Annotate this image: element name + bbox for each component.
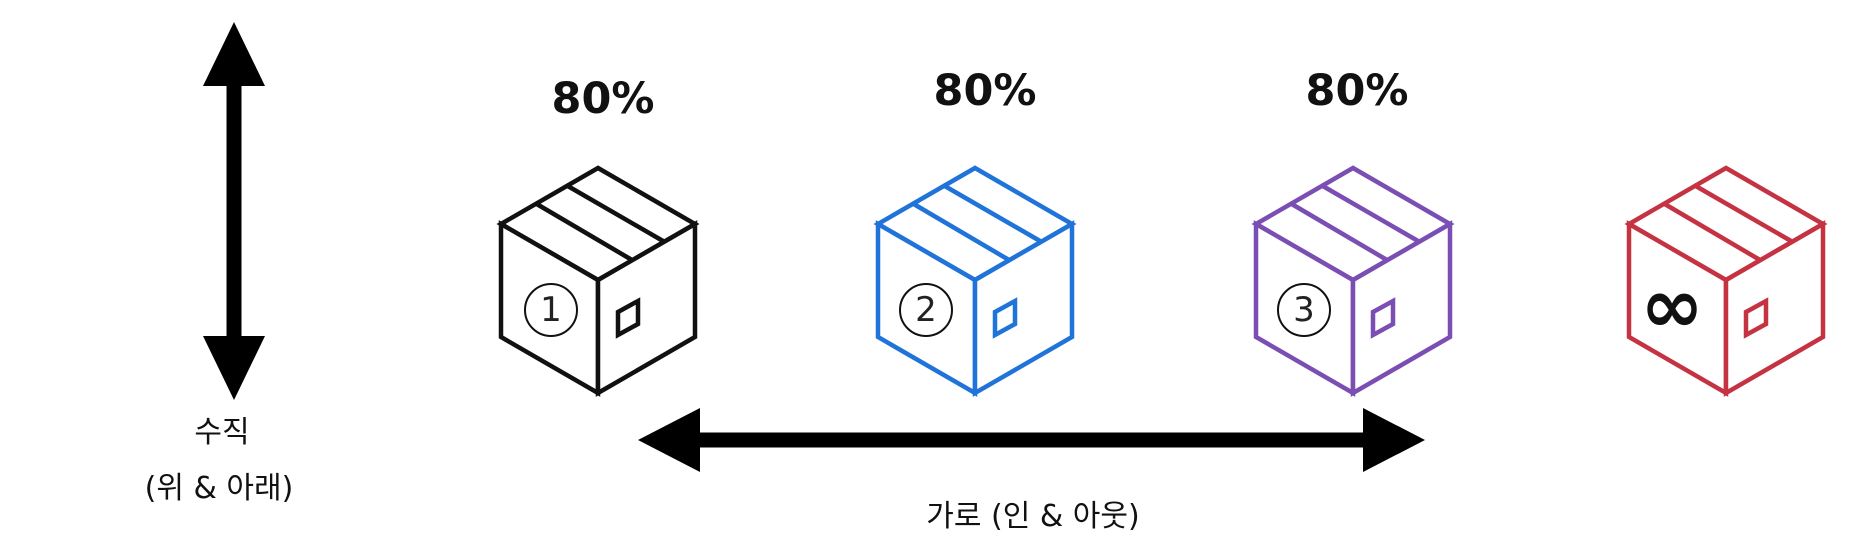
box-1-right-face: [595, 220, 698, 397]
box-3-label-tag: [1370, 297, 1396, 339]
box-1-tape-edge-upper: [564, 183, 665, 243]
horizontal-arrow: [638, 408, 1425, 472]
box-3-right-face: [1350, 220, 1453, 397]
percentage-label-1: 80%: [551, 74, 655, 124]
vertical-axis-label-line2: (위 & 아래): [144, 471, 294, 506]
box-infinity-icon: [1624, 165, 1828, 397]
box-1-label-tag: [615, 297, 641, 339]
box-2-tape-edge-upper: [941, 183, 1042, 243]
box-2-number: 2: [899, 283, 953, 337]
vertical-axis-label-line1: 수직: [194, 415, 250, 450]
box-3-tape-edge-upper: [1319, 183, 1420, 243]
box-infinity-label-tag: [1743, 297, 1769, 339]
box-1-tape-edge-lower: [533, 201, 634, 262]
box-3-icon: [1251, 165, 1455, 397]
box-infinity-right-face: [1723, 220, 1826, 397]
box-1-icon: [496, 165, 700, 397]
horizontal-axis-label: 가로 (인 & 아웃): [926, 499, 1140, 534]
box-infinity-symbol: ∞: [1640, 261, 1704, 350]
box-3-number: 3: [1277, 283, 1331, 337]
percentage-label-3: 80%: [1305, 66, 1409, 116]
vertical-arrow: [203, 22, 265, 400]
box-infinity-tape-edge-lower: [1661, 201, 1762, 262]
percentage-label-2: 80%: [933, 66, 1037, 116]
box-2-right-face: [972, 220, 1075, 397]
box-1-number: 1: [524, 283, 578, 337]
box-3-tape-edge-lower: [1288, 201, 1389, 262]
box-infinity-tape-edge-upper: [1692, 183, 1793, 243]
box-2-label-tag: [992, 297, 1018, 339]
box-2-tape-edge-lower: [910, 201, 1011, 262]
